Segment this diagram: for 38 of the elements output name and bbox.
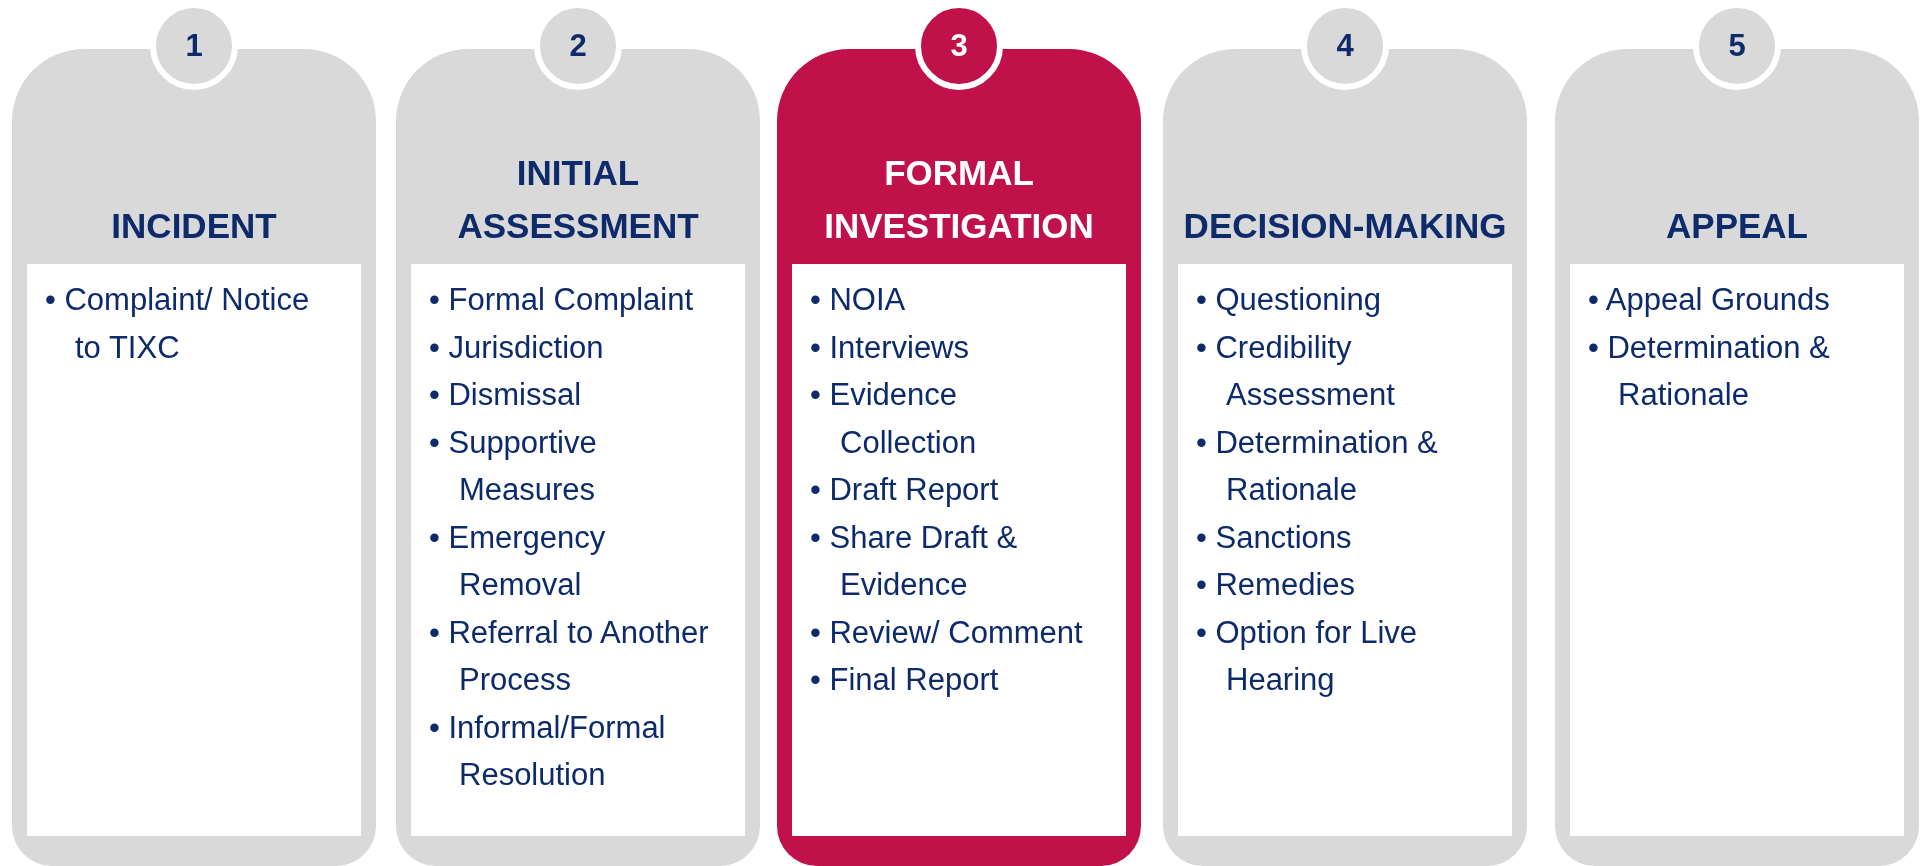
bullet-item: • Option for Live Hearing — [1196, 613, 1419, 699]
bullet-item: • Determination & Rationale — [1196, 423, 1439, 509]
task-list-panel — [27, 264, 361, 836]
bullet-item: • Review/ Comment — [810, 613, 1083, 652]
bullet-item: • Questioning — [1196, 281, 1382, 319]
bullet-item: • Share Draft & Evidence — [810, 518, 1019, 604]
task-list-panel — [1570, 264, 1904, 836]
bullet-item: • Interviews — [810, 328, 970, 367]
bullet-item: • Final Report — [810, 661, 999, 699]
step-number: 2 — [569, 28, 587, 64]
stage-title: INITIAL ASSESSMENT — [456, 152, 700, 247]
bullet-item: • Referral to Another Process — [429, 613, 710, 699]
bullet-item: • Emergency Removal — [429, 518, 607, 604]
step-number: 3 — [950, 28, 968, 64]
step-number: 1 — [185, 28, 203, 64]
bullet-item: • Complaint/ Notice to TIXC — [45, 281, 311, 367]
step-number: 5 — [1728, 28, 1746, 64]
bullet-item: • Evidence Collection — [810, 376, 978, 462]
bullet-item: • Informal/Formal Resolution — [429, 708, 667, 794]
stage-title: DECISION-MAKING — [1183, 205, 1507, 247]
bullet-item: • Supportive Measures — [429, 423, 598, 509]
bullet-item: • Remedies — [1196, 566, 1357, 604]
task-list-panel — [411, 264, 745, 836]
bullet-item: • NOIA — [810, 281, 907, 319]
bullet-item: • Jurisdiction — [429, 328, 605, 367]
step-number: 4 — [1336, 28, 1354, 64]
bullet-item: • Sanctions — [1196, 518, 1353, 557]
bullet-item: • Draft Report — [810, 471, 999, 509]
stage-title: APPEAL — [1666, 205, 1808, 247]
task-list-panel — [792, 264, 1126, 836]
stage-title: FORMAL INVESTIGATION — [823, 152, 1095, 247]
task-list-panel — [1178, 264, 1512, 836]
bullet-item: • Credibility Assessment — [1196, 328, 1396, 414]
bullet-item: • Formal Complaint — [429, 281, 694, 319]
bullet-item: • Appeal Grounds — [1588, 281, 1830, 319]
bullet-item: • Determination & Rationale — [1588, 328, 1831, 414]
bullet-item: • Dismissal — [429, 376, 583, 414]
stage-title: INCIDENT — [111, 205, 277, 247]
